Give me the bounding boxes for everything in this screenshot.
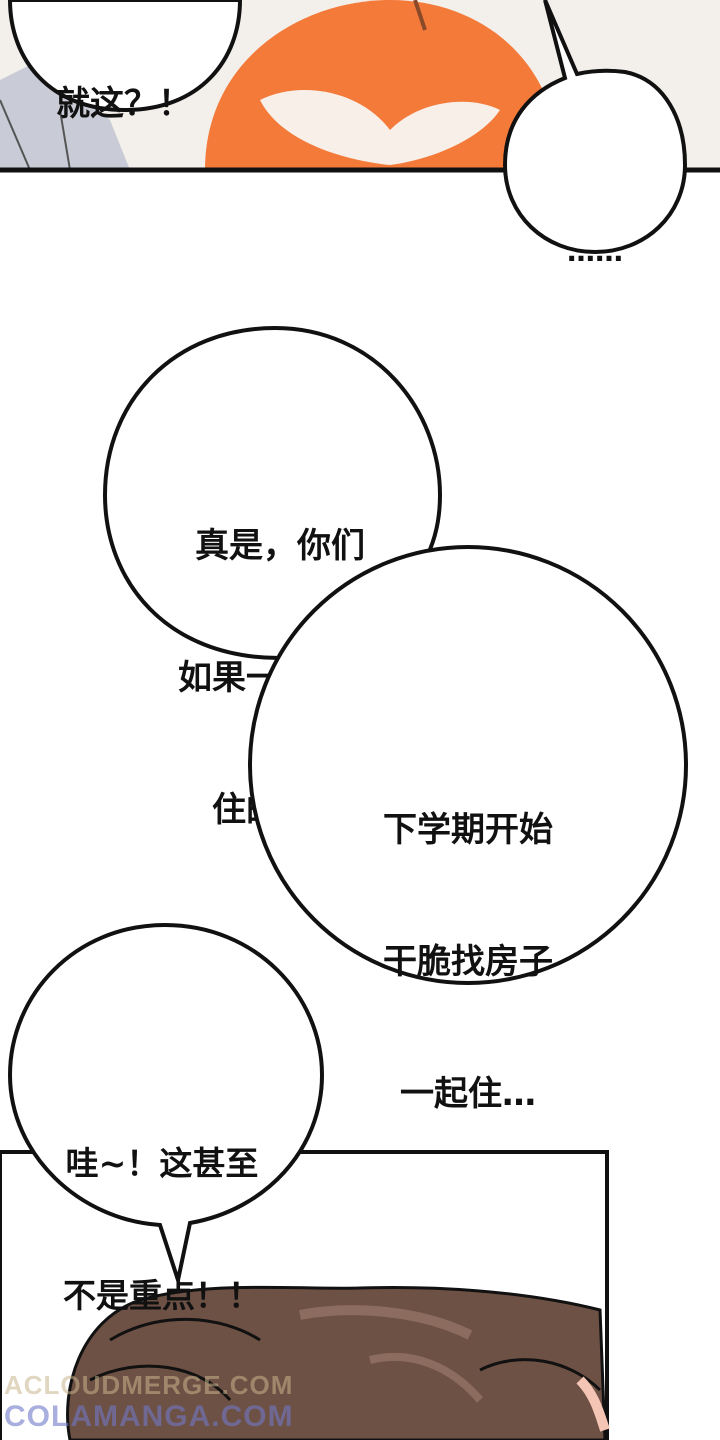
watermark-line-1: ACLOUDMERGE.COM bbox=[4, 1370, 294, 1400]
bubble-line: 就这？！ bbox=[56, 84, 192, 124]
bubble-line: 干脆找房子 bbox=[383, 942, 553, 982]
speech-bubble-bottom-left bbox=[7, 922, 325, 1285]
grey-fabric bbox=[0, 60, 130, 170]
speech-bubble-middle-lower bbox=[248, 545, 688, 985]
bubble-line: 真是，你们 bbox=[195, 526, 365, 566]
bubble-text-top-right: …… bbox=[540, 142, 650, 318]
bubble-line: 下学期开始 bbox=[383, 810, 553, 850]
bubble-line: 一起住… bbox=[400, 1074, 536, 1114]
bubble-line: 不是重点！！ bbox=[63, 1276, 261, 1315]
bubble-line: 哇~！这甚至 bbox=[65, 1144, 259, 1183]
bubble-text-middle-lower: 下学期开始 干脆找房子 一起住… bbox=[318, 720, 618, 1160]
watermark-line-2: COLAMANGA.COM bbox=[4, 1400, 294, 1433]
speech-bubble-top-right bbox=[502, 0, 688, 255]
bubble-text-bottom-left: 哇~！这甚至 不是重点！！ bbox=[22, 1054, 302, 1362]
speech-bubble-top-left bbox=[7, 0, 243, 113]
character-hair bbox=[66, 1285, 607, 1440]
bubble-text-top-left: 就这？！ bbox=[44, 0, 204, 170]
fruit-highlight bbox=[260, 90, 500, 165]
bubble-line: …… bbox=[567, 235, 623, 268]
